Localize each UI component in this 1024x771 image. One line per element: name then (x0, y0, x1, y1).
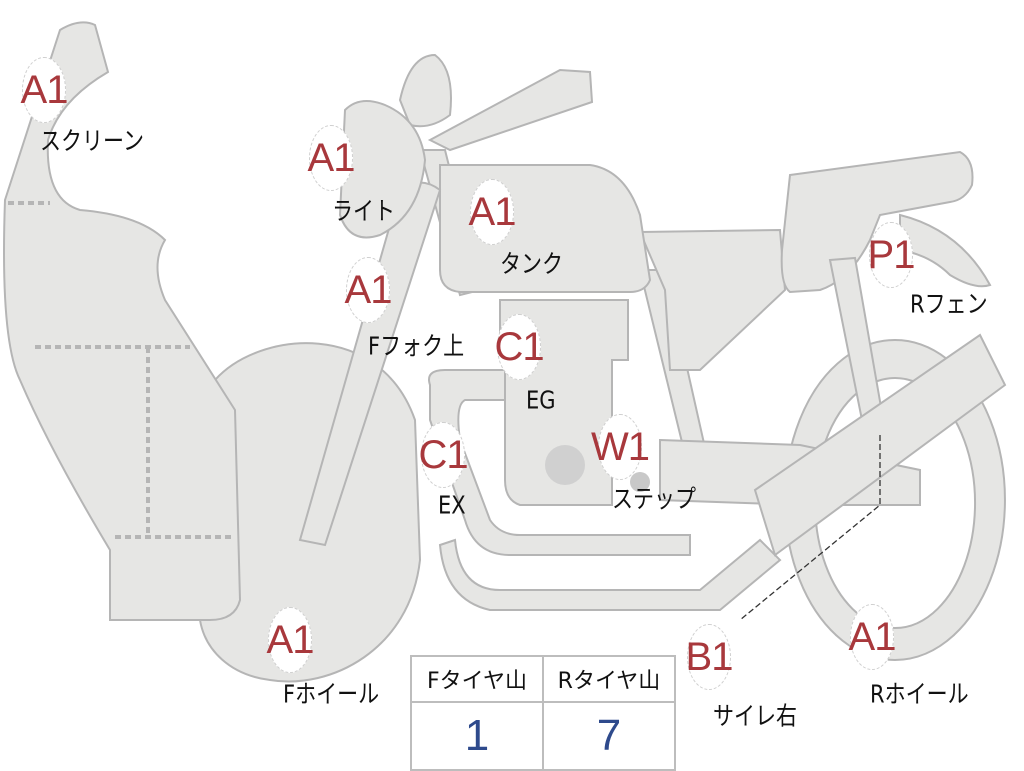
front-tire-tread-header: Fタイヤ山 (410, 655, 544, 703)
light-shape (338, 100, 427, 239)
tire-tread-table: Fタイヤ山 Rタイヤ山 1 7 (410, 655, 676, 771)
part-label-front-fork-upper: Fフォク上 (368, 331, 465, 361)
grade-badge-screen: A1 (21, 57, 68, 123)
part-label-front-wheel: Fホイール (283, 679, 380, 709)
part-label-engine: EG (526, 385, 556, 415)
grade-badge-rear-wheel: A1 (849, 604, 896, 670)
grade-badge-front-fork-upper: A1 (345, 257, 392, 323)
grade-badge-rear-fender: P1 (868, 222, 915, 288)
grade-badge-exhaust: C1 (418, 422, 469, 488)
part-label-exhaust: EX (438, 490, 466, 520)
grade-badge-step: W1 (591, 414, 650, 480)
part-label-silencer-right: サイレ右 (713, 701, 797, 731)
grade-badge-silencer-right: B1 (686, 624, 733, 690)
grade-badge-light: A1 (308, 125, 355, 191)
part-label-rear-fender: Rフェン (910, 289, 988, 319)
part-label-step: ステップ (612, 484, 696, 514)
grade-badge-front-wheel: A1 (267, 607, 314, 673)
screen-shape (3, 21, 242, 621)
part-label-screen: スクリーン (40, 126, 144, 156)
grade-badge-tank: A1 (469, 179, 516, 245)
rear-tire-tread-value: 7 (542, 701, 676, 771)
exhaust-pipe-shape (428, 369, 691, 556)
rear-wheel-shape (783, 339, 1006, 661)
rear-tire-tread-header: Rタイヤ山 (542, 655, 676, 703)
front-tire-tread-value: 1 (410, 701, 544, 771)
part-label-light: ライト (332, 196, 395, 226)
grade-badge-engine: C1 (494, 314, 545, 380)
part-label-rear-wheel: Rホイール (870, 679, 969, 709)
part-label-tank: タンク (500, 249, 563, 279)
